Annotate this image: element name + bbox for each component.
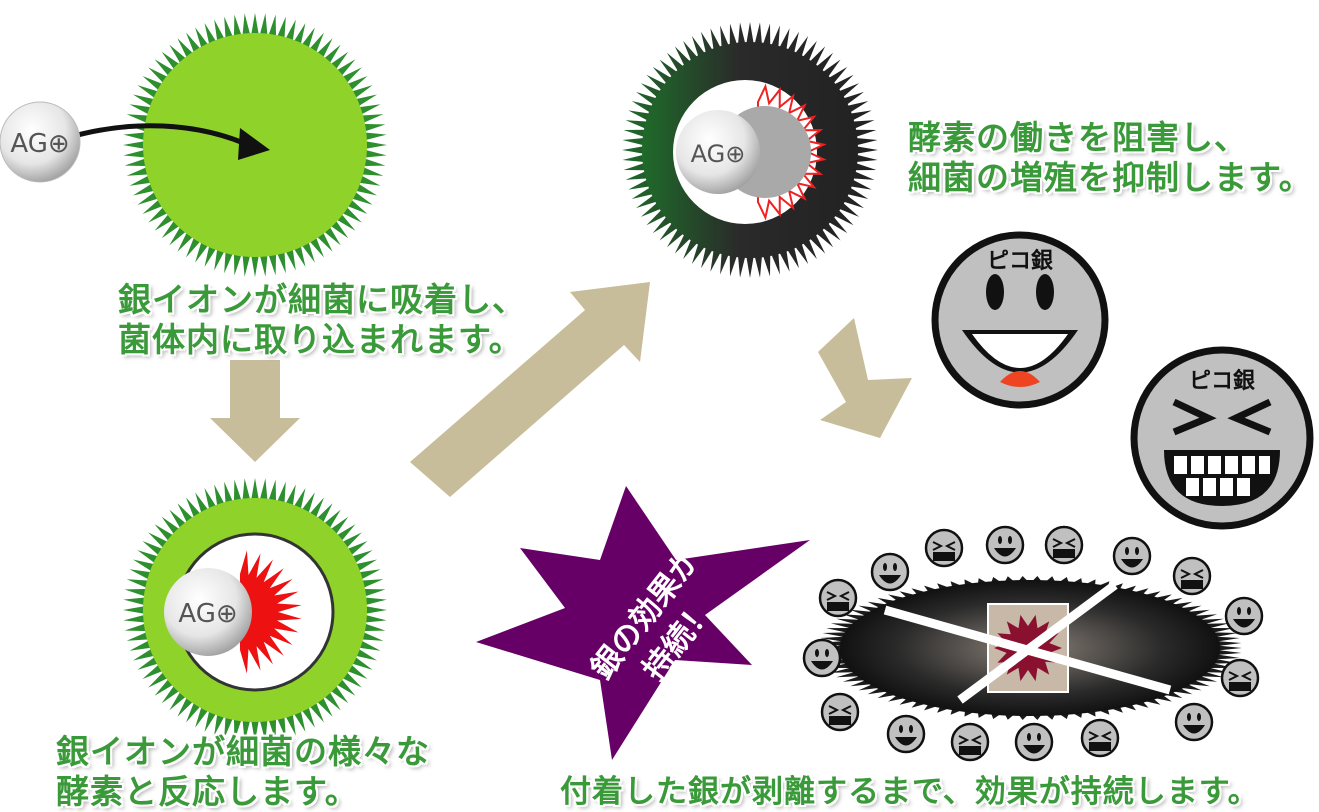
smiley-face-small-icon xyxy=(1224,596,1264,636)
caption-step2-line2: 酵素と反応します。 xyxy=(56,772,359,811)
caption-step1-line1: 銀イオンが細菌に吸着し、 xyxy=(118,280,526,319)
smiley-face-small-icon xyxy=(1174,702,1214,742)
smiley-face-small-icon xyxy=(1112,536,1152,576)
caption-step2-line1: 銀イオンが細菌の様々な xyxy=(56,732,430,771)
smiley-face-small-icon xyxy=(985,525,1025,565)
neutralized-bacterium-blob xyxy=(818,576,1242,720)
grimace-face-small-icon xyxy=(818,578,858,618)
smiley-face-small-icon xyxy=(1014,722,1054,762)
caption-step1: 銀イオンが細菌に吸着し、 菌体内に取り込まれます。 xyxy=(118,280,526,360)
arrow-down-icon xyxy=(210,360,300,462)
caption-step4-line1: 付着した銀が剥離するまで、効果が持続します。 xyxy=(560,774,1260,810)
smiley-face-small-icon xyxy=(870,552,910,592)
silver-ion-label: AG⊕ xyxy=(178,599,237,629)
grimace-face-small-icon xyxy=(1044,525,1084,565)
grimace-face-small-icon xyxy=(1172,556,1212,596)
face-label: ピコ銀 xyxy=(987,249,1053,274)
silver-ion-label: AG⊕ xyxy=(10,129,69,159)
grimace-face-small-icon xyxy=(1220,658,1260,698)
bacterium-step2: AG⊕ xyxy=(123,478,387,742)
smiley-face-icon: ピコ銀 xyxy=(931,231,1109,409)
grimace-face-small-icon xyxy=(1080,718,1120,758)
face-label: ピコ銀 xyxy=(1189,369,1255,394)
caption-step2: 銀イオンが細菌の様々な 酵素と反応します。 xyxy=(56,732,430,812)
grimace-face-small-icon xyxy=(950,722,990,762)
caption-step1-line2: 菌体内に取り込まれます。 xyxy=(118,320,523,359)
caption-step3: 酵素の働きを阻害し、 細菌の増殖を抑制します。 xyxy=(908,118,1313,198)
caption-step3-line1: 酵素の働きを阻害し、 xyxy=(908,118,1248,157)
arrow-into-bacterium-icon xyxy=(59,123,270,160)
silver-ion-label: AG⊕ xyxy=(691,140,746,168)
arrow-up-right-icon xyxy=(410,282,650,497)
bacterium-step3: AG⊕ xyxy=(622,22,878,278)
smiley-face-small-icon xyxy=(886,714,926,754)
grimace-face-icon: ピコ銀 xyxy=(1130,346,1314,530)
grimace-face-small-icon xyxy=(820,692,860,732)
small-faces-ring xyxy=(802,525,1264,762)
effect-burst-icon: 銀の効果が 持続！ xyxy=(476,486,810,760)
arrow-down-right-icon xyxy=(818,318,912,438)
caption-step4: 付着した銀が剥離するまで、効果が持続します。 xyxy=(560,772,1260,812)
smiley-face-small-icon xyxy=(802,638,842,678)
silver-ion-icon: AG⊕ xyxy=(0,101,81,183)
caption-step3-line2: 細菌の増殖を抑制します。 xyxy=(908,158,1313,197)
grimace-face-small-icon xyxy=(924,528,964,568)
